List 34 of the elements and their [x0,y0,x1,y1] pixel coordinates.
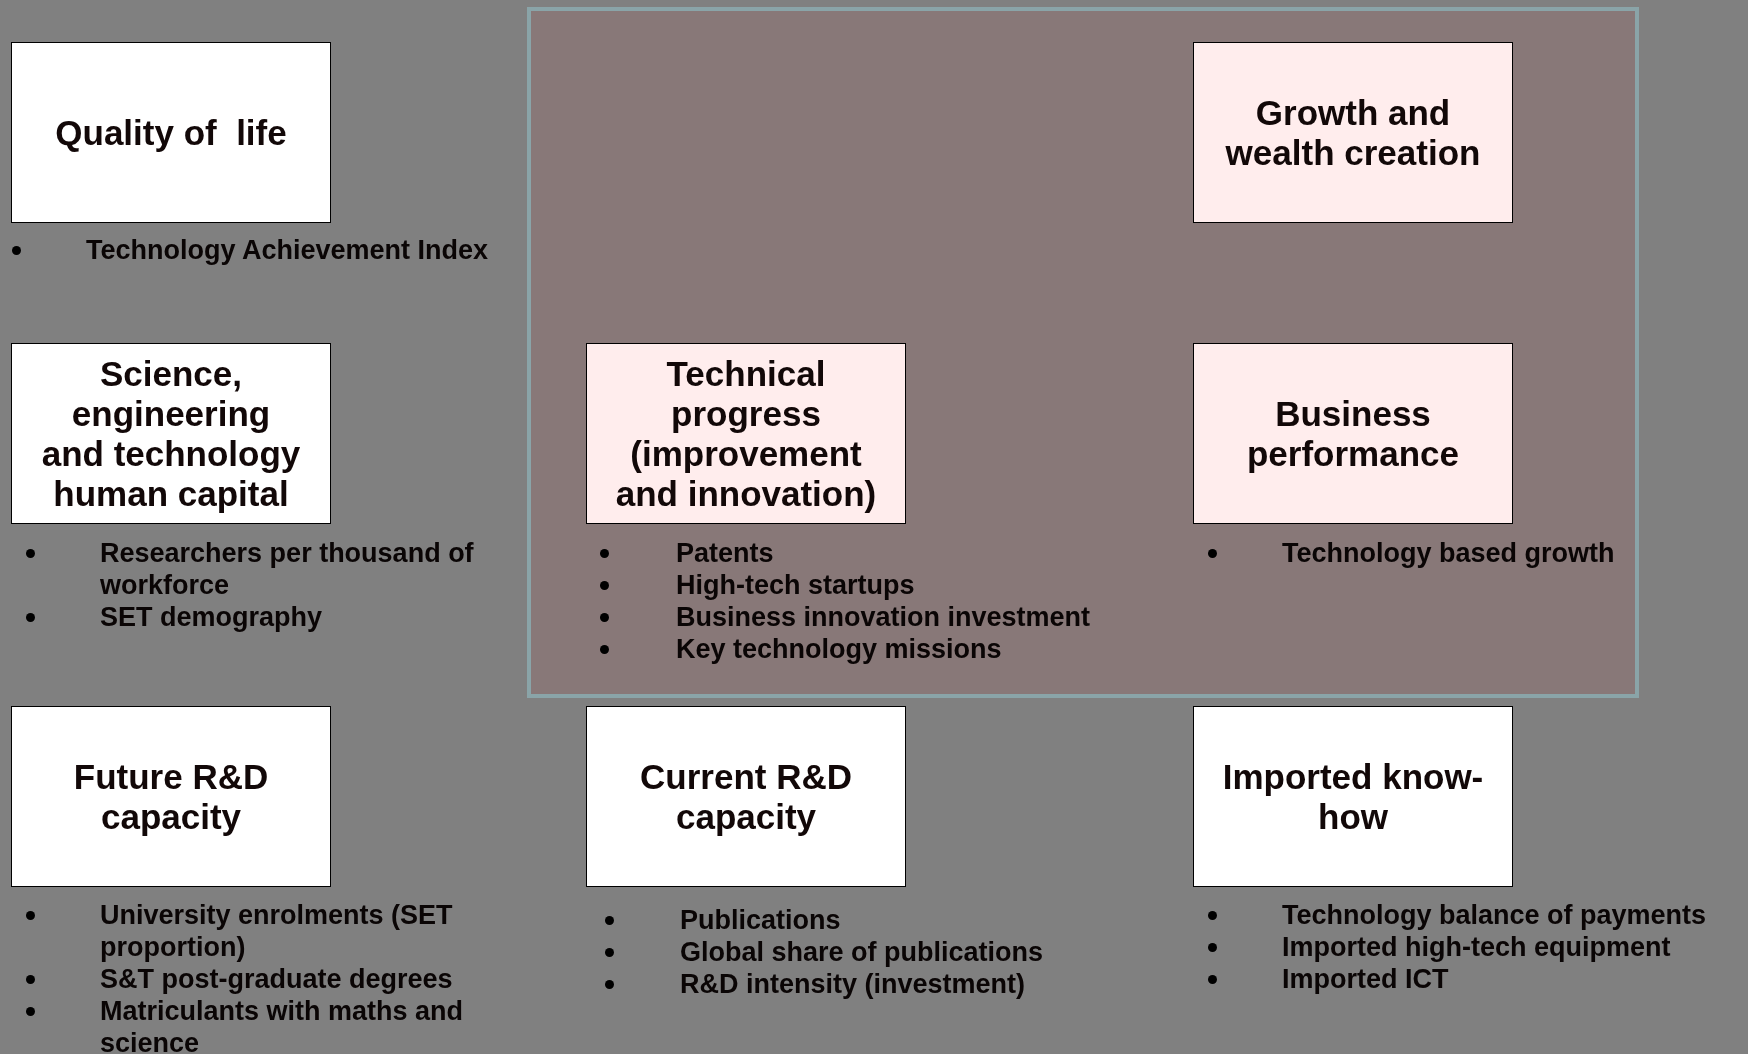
box-title: Science, engineering and technology human capital [40,353,302,514]
box-title: Technical progress (improvement and innovation) [615,353,877,514]
bullet-item: Key technology missions [676,633,1003,665]
bullet-item: Technology balance of payments [1282,899,1708,931]
bullet-item: Publications [680,904,842,936]
bullet-item: University enrolments (SET proportion) [100,899,454,963]
category-box [1193,42,1513,223]
category-box [586,706,906,887]
bullet-item: Business innovation investment [676,601,1092,633]
bullet-item: Matriculants with maths and science [100,995,465,1054]
bullet-item: Imported high-tech equipment [1282,931,1672,963]
bullet-item: Patents [676,537,775,569]
bullet-item: Technology based growth [1282,537,1616,569]
bullet-item: High-tech startups [676,569,916,601]
bullet-item: SET demography [100,601,324,633]
bullet-item: Imported ICT [1282,963,1450,995]
box-title: Growth and wealth creation [1224,92,1482,173]
bullet-item: S&T post-graduate degrees [100,963,454,995]
category-box [1193,343,1513,524]
highlight-panel [527,7,1639,698]
bullet-item: Technology Achievement Index [86,234,490,266]
box-title: Business performance [1246,393,1460,474]
category-box [11,706,331,887]
box-title: Quality of life [55,112,287,153]
bullet-item: Researchers per thousand of workforce [100,537,475,601]
bullet-item: Global share of publications [680,936,1045,968]
box-title: Current R&D capacity [639,756,853,837]
bullet-item: R&D intensity (investment) [680,968,1027,1000]
category-box [11,343,331,524]
category-box [11,42,331,223]
box-title: Future R&D capacity [72,756,270,837]
box-title: Imported know-how [1222,756,1484,837]
category-box [586,343,906,524]
category-box [1193,706,1513,887]
